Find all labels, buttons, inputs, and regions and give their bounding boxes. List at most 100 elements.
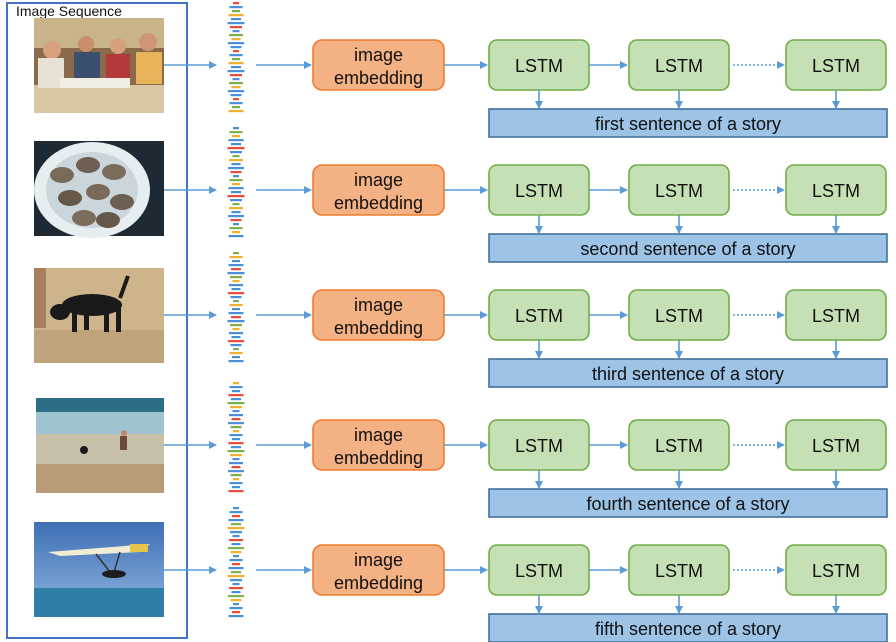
cnn-layer-mark (228, 110, 244, 113)
cnn-layer-mark (230, 426, 242, 429)
lstm-label: LSTM (515, 436, 563, 456)
cnn-layer-mark (232, 280, 240, 283)
cnn-layer-mark (229, 482, 243, 485)
lstm-label: LSTM (655, 306, 703, 326)
cnn-layer-mark (233, 348, 239, 351)
cnn-layer-mark (227, 22, 245, 25)
image-embedding-label-line1: image (354, 295, 403, 315)
lstm-label: LSTM (515, 181, 563, 201)
cnn-layer-mark (229, 82, 243, 85)
cnn-layer-mark (230, 219, 242, 222)
cnn-layer-mark (231, 543, 241, 546)
cnn-layer-mark (230, 551, 242, 554)
cnn-layer-mark (232, 583, 240, 586)
oysters-on-plate-photo (34, 141, 164, 238)
cnn-layer-mark (230, 171, 242, 174)
cnn-layer-mark (231, 316, 241, 319)
cnn-layer-mark (229, 227, 243, 230)
image-embedding-label-line2: embedding (334, 193, 423, 213)
cnn-layer-mark (229, 559, 243, 562)
cnn-layer-mark (233, 127, 239, 130)
cnn-layer-mark (229, 102, 243, 105)
cnn-layer-mark (228, 62, 244, 65)
cnn-layer-mark (229, 34, 243, 37)
image-embedding-label-line1: image (354, 550, 403, 570)
cnn-layer-mark (233, 430, 239, 433)
cnn-layer-mark (229, 131, 243, 134)
cnn-layer-mark (230, 599, 242, 602)
sentence-label: fourth sentence of a story (586, 494, 789, 514)
image-sequence-panel (6, 2, 188, 639)
sentence-bar (488, 488, 888, 518)
lstm-label: LSTM (515, 306, 563, 326)
cnn-layer-mark (229, 386, 243, 389)
cnn-network-icon (227, 382, 245, 493)
image-embedding-label-line1: image (354, 170, 403, 190)
cnn-layer-mark (229, 207, 243, 210)
image-sequence-title: Image Sequence (16, 3, 122, 19)
cnn-layer-mark (228, 519, 244, 522)
cnn-layer-mark (232, 58, 240, 61)
cnn-layer-mark (230, 151, 242, 154)
cnn-layer-mark (230, 26, 242, 29)
cnn-layer-mark (229, 304, 243, 307)
cnn-layer-mark (228, 394, 244, 397)
cnn-layer-mark (227, 195, 245, 198)
cnn-layer-mark (230, 199, 242, 202)
cnn-layer-mark (232, 30, 240, 33)
cnn-network-icon (227, 507, 245, 618)
cnn-layer-mark (232, 106, 240, 109)
cnn-layer-mark (233, 478, 239, 481)
cnn-layer-mark (232, 308, 240, 311)
cnn-layer-mark (231, 143, 241, 146)
cnn-layer-mark (228, 470, 244, 473)
image-embedding-label-line1: image (354, 425, 403, 445)
cnn-layer-mark (233, 223, 239, 226)
cnn-layer-mark (232, 183, 240, 186)
lstm-label: LSTM (812, 181, 860, 201)
cnn-layer-mark (230, 276, 242, 279)
cnn-layer-mark (228, 615, 244, 618)
cnn-network-icon (227, 127, 245, 238)
image-embedding-label-line1: image (354, 45, 403, 65)
cnn-layer-mark (232, 328, 240, 331)
cnn-layer-mark (233, 382, 239, 385)
hang-glider-over-sea-photo (34, 522, 164, 617)
cnn-layer-mark (230, 406, 242, 409)
cnn-layer-mark (229, 256, 243, 259)
cnn-layer-mark (233, 300, 239, 303)
cnn-layer-mark (229, 414, 243, 417)
cnn-layer-mark (229, 54, 243, 57)
cnn-layer-mark (231, 571, 241, 574)
cnn-layer-mark (230, 474, 242, 477)
cnn-layer-mark (228, 139, 244, 142)
cnn-layer-mark (232, 390, 240, 393)
sentence-bar (488, 358, 888, 388)
cnn-layer-mark (229, 352, 243, 355)
cnn-layer-mark (228, 42, 244, 45)
lstm-label: LSTM (655, 56, 703, 76)
image-embedding-label-line2: embedding (334, 573, 423, 593)
cnn-layer-mark (232, 203, 240, 206)
cnn-layer-mark (228, 547, 244, 550)
cnn-layer-mark (229, 462, 243, 465)
cnn-layer-mark (228, 264, 244, 267)
cnn-layer-mark (231, 163, 241, 166)
cnn-layer-mark (231, 211, 241, 214)
cnn-layer-mark (233, 2, 239, 5)
lstm-label: LSTM (655, 181, 703, 201)
cnn-layer-mark (232, 515, 240, 518)
cnn-layer-mark (231, 466, 241, 469)
cnn-layer-mark (231, 591, 241, 594)
cnn-layer-mark (231, 446, 241, 449)
cnn-layer-mark (231, 523, 241, 526)
cnn-layer-mark (227, 320, 245, 323)
cnn-layer-mark (228, 360, 244, 363)
cnn-layer-mark (231, 268, 241, 271)
cnn-layer-mark (229, 6, 243, 9)
